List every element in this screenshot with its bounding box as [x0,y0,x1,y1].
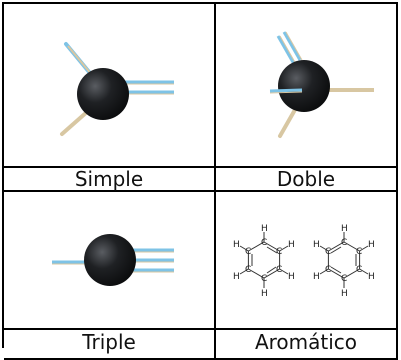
carbon-label: C [245,247,251,257]
benzene-structures: C C C C C C H H H H H H [233,224,375,299]
hydrogen-label: H [233,240,240,250]
carbon-label: C [356,265,362,275]
hydrogen-label: H [368,272,375,282]
simple-caption-cell: Simple [4,168,216,192]
carbon-label: C [325,265,331,275]
benzene-kekule-1: C C C C C C H H H H H H [233,224,295,299]
double-bond-model [269,31,374,138]
carbon-label: C [341,274,347,284]
carbon-label: C [261,274,267,284]
aromatic-label: Aromático [254,330,358,354]
double-bond-image-cell [216,4,398,168]
carbon-label: C [325,247,331,257]
aromatic-image-cell: C C C C C C H H H H H H [216,192,398,330]
aromatic-caption-cell: Aromático [216,330,398,360]
hydrogen-label: H [341,224,348,234]
hydrogen-label: H [368,240,375,250]
atom-sphere [278,60,330,112]
triple-bond-image-cell [4,192,216,330]
double-caption-cell: Doble [216,168,398,192]
triple-bond-model [52,234,174,286]
bond-stick [276,35,296,65]
bond-stick-front [269,88,303,93]
simple-label: Simple [74,167,144,191]
carbon-label: C [261,238,267,248]
carbon-label: C [356,247,362,257]
carbon-label: C [276,265,282,275]
bond-stick [282,31,302,61]
atom-sphere [84,234,136,286]
carbon-label: C [276,247,282,257]
hydrogen-label: H [261,224,268,234]
hydrogen-label: H [313,272,320,282]
carbon-label: C [245,265,251,275]
carbon-label: C [341,238,347,248]
bond-stick [278,106,298,138]
benzene-kekule-2: C C C C C C H H H H H H [313,224,375,299]
triple-caption-cell: Triple [4,330,216,360]
hydrogen-label: H [233,272,240,282]
hydrogen-label: H [288,240,295,250]
double-label: Doble [276,167,336,191]
single-bond-model [60,42,174,136]
simple-bond-image-cell [4,4,216,168]
atom-sphere [77,68,129,120]
hydrogen-label: H [261,289,268,299]
hydrogen-label: H [288,272,295,282]
hydrogen-label: H [341,289,348,299]
triple-label: Triple [82,330,136,354]
hydrogen-label: H [313,240,320,250]
